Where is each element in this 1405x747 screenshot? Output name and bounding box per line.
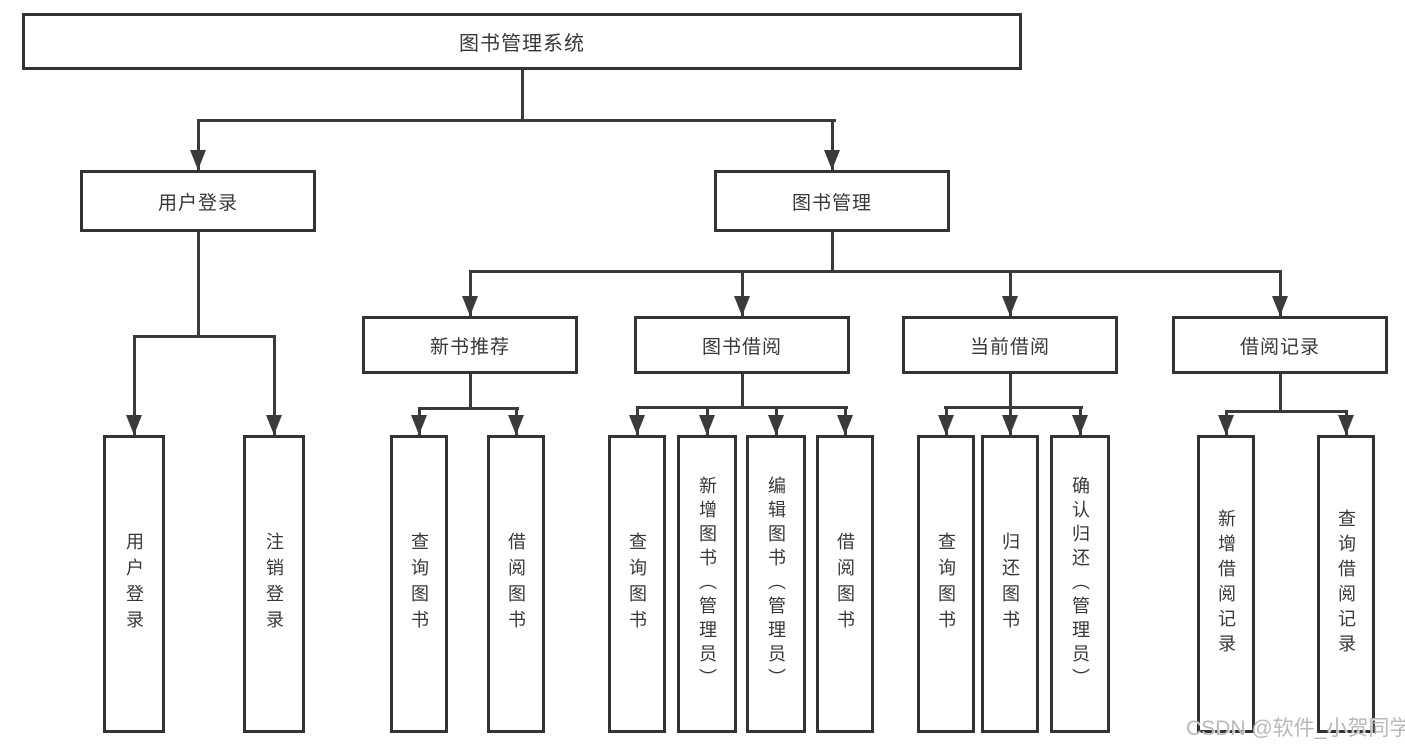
connector-line <box>830 121 834 170</box>
connector-line <box>272 337 276 435</box>
arrow-down-icon <box>508 415 524 435</box>
connector-line <box>132 334 276 338</box>
arrow-down-icon <box>1272 296 1288 316</box>
arrow-down-icon <box>1072 415 1088 435</box>
connector-line <box>944 405 1083 409</box>
arrow-down-icon <box>190 150 206 170</box>
connector-line <box>132 337 136 435</box>
csdn-watermark: CSDN @软件_小贺同学 <box>1186 717 1405 740</box>
connector-line <box>468 269 1282 273</box>
connector-line <box>417 407 519 410</box>
leaf-edit-book-admin: 编辑图书（管理员） <box>746 435 806 733</box>
connector-line <box>830 232 834 272</box>
node-new-book-recommend: 新书推荐 <box>362 316 578 374</box>
connector-line <box>468 374 472 410</box>
leaf-add-book-admin: 新增图书（管理员） <box>677 435 737 733</box>
connector-line <box>196 232 200 337</box>
connector-line <box>468 272 472 316</box>
connector-line <box>1278 272 1282 316</box>
connector-line <box>1008 374 1012 408</box>
connector-line <box>1278 374 1282 412</box>
arrow-down-icon <box>837 415 853 435</box>
node-library-management-system: 图书管理系统 <box>22 13 1022 70</box>
connector-line <box>520 70 524 121</box>
leaf-confirm-return-admin: 确认归还（管理员） <box>1050 435 1110 733</box>
connector-line <box>740 272 744 316</box>
arrow-down-icon <box>938 415 954 435</box>
leaf-logout: 注销登录 <box>243 435 305 733</box>
arrow-down-icon <box>126 415 142 435</box>
node-current-borrowing: 当前借阅 <box>902 316 1118 374</box>
connector-line <box>740 374 744 408</box>
arrow-down-icon <box>824 150 840 170</box>
leaf-query-books-current: 查询图书 <box>917 435 975 733</box>
leaf-return-book: 归还图书 <box>981 435 1039 733</box>
leaf-borrow-books: 借阅图书 <box>816 435 874 733</box>
arrow-down-icon <box>1002 296 1018 316</box>
connector-line <box>1008 272 1012 316</box>
connector-line <box>196 118 836 122</box>
arrow-down-icon <box>411 415 427 435</box>
connector-line <box>635 405 848 409</box>
arrow-down-icon <box>266 415 282 435</box>
connector-line <box>1224 409 1348 413</box>
leaf-user-login: 用户登录 <box>103 435 165 733</box>
node-book-management: 图书管理 <box>714 170 950 232</box>
arrow-down-icon <box>1218 415 1234 435</box>
leaf-add-borrow-record: 新增借阅记录 <box>1197 435 1255 733</box>
connector-line <box>196 121 200 170</box>
node-user-login: 用户登录 <box>80 170 316 232</box>
arrow-down-icon <box>1338 415 1354 435</box>
node-borrow-records: 借阅记录 <box>1172 316 1388 374</box>
leaf-borrow-books-recommend: 借阅图书 <box>487 435 545 733</box>
node-book-borrowing: 图书借阅 <box>634 316 850 374</box>
arrow-down-icon <box>1002 415 1018 435</box>
arrow-down-icon <box>699 415 715 435</box>
leaf-query-borrow-record: 查询借阅记录 <box>1317 435 1375 733</box>
arrow-down-icon <box>462 296 478 316</box>
arrow-down-icon <box>629 415 645 435</box>
leaf-query-books-borrowing: 查询图书 <box>608 435 666 733</box>
leaf-query-books-recommend: 查询图书 <box>390 435 448 733</box>
arrow-down-icon <box>734 296 750 316</box>
arrow-down-icon <box>768 415 784 435</box>
